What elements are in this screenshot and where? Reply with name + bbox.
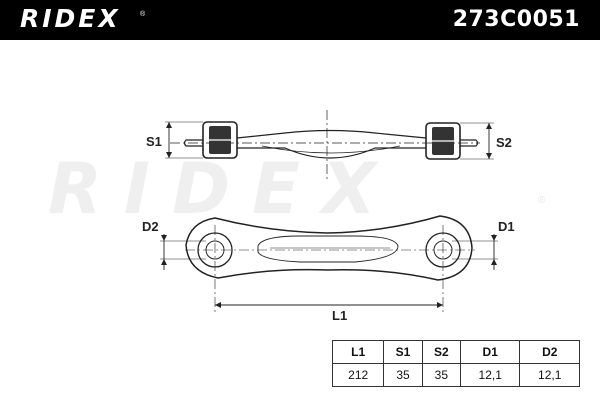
dimension-d1 [452, 234, 498, 270]
brand-logo: RIDEX [20, 4, 121, 33]
spec-header: D1 [459, 340, 521, 364]
dimension-l1 [215, 302, 443, 308]
part-number: 273C0051 [452, 7, 580, 32]
spec-header: S1 [383, 340, 423, 364]
brand-registered-mark: ® [140, 11, 146, 18]
watermark-registered-mark: ® [538, 195, 546, 206]
spec-header: S2 [421, 340, 461, 364]
spec-value-row: 212 35 35 12,1 12,1 [331, 363, 580, 387]
spec-value: 212 [331, 363, 385, 387]
spec-value: 35 [383, 363, 423, 387]
label-d1: D1 [498, 219, 515, 234]
spec-value: 12,1 [459, 363, 521, 387]
dimension-s2 [460, 122, 494, 160]
spec-value: 12,1 [519, 363, 580, 387]
header-bar: RIDEX ® 273C0051 [0, 0, 600, 40]
dimension-s1 [165, 121, 203, 159]
spec-table: L1 S1 S2 D1 D2 212 35 35 12,1 12,1 [331, 340, 580, 387]
label-l1: L1 [332, 308, 348, 323]
spec-header-row: L1 S1 S2 D1 D2 [331, 340, 580, 364]
spec-value: 35 [421, 363, 461, 387]
spec-header: D2 [519, 340, 580, 364]
label-s1: S1 [146, 134, 162, 149]
top-view [185, 215, 475, 312]
label-s2: S2 [496, 135, 512, 150]
side-view [170, 110, 480, 180]
spec-header: L1 [331, 340, 385, 364]
watermark: RIDEX [48, 148, 398, 230]
dimension-d2 [160, 234, 206, 270]
label-d2: D2 [142, 219, 159, 234]
